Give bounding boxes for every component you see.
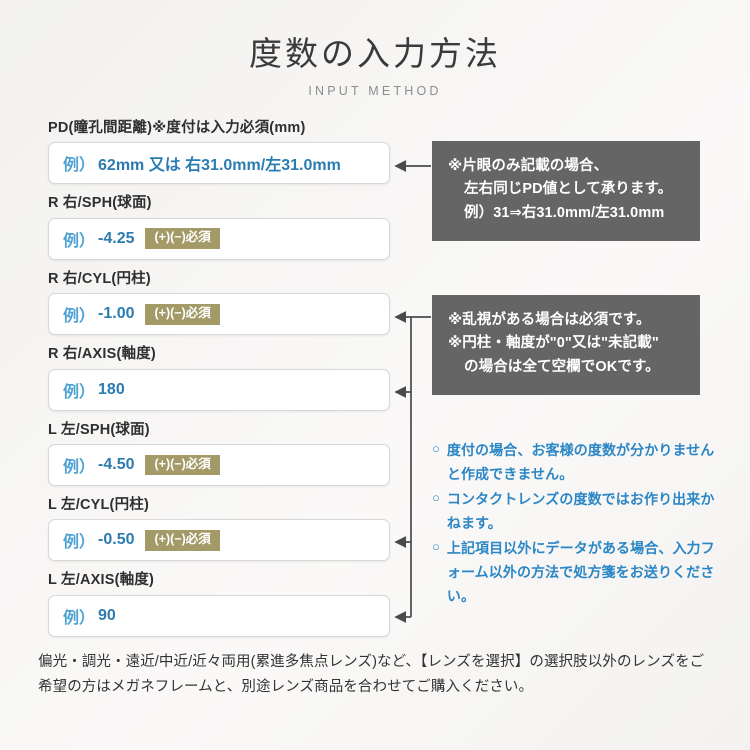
field-group-r-sph: R 右/SPH(球面) 例） -4.25 (+)(−)必須: [48, 195, 390, 260]
example-prefix: 例）: [63, 232, 96, 250]
notes-list: ○ 度付の場合、お客様の度数が分かりませんと作成できません。 ○ コンタクトレン…: [432, 438, 722, 610]
field-group-l-axis: L 左/AXIS(軸度) 例） 90: [48, 572, 390, 637]
field-group-l-sph: L 左/SPH(球面) 例） -4.50 (+)(−)必須: [48, 422, 390, 486]
field-group-pd: PD(瞳孔間距離)※度付は入力必須(mm) 例） 62mm 又は 右31.0mm…: [48, 120, 390, 185]
example-prefix: 例）: [63, 157, 96, 175]
example-prefix: 例）: [63, 308, 96, 326]
callout-line: 左右同じPD値として承ります。: [464, 181, 673, 198]
list-item: ○ 度付の場合、お客様の度数が分かりませんと作成できません。: [432, 438, 722, 486]
callout-line: ※片眼のみ記載の場合、: [448, 158, 609, 174]
example-prefix: 例）: [63, 534, 96, 552]
list-item: ○ コンタクトレンズの度数ではお作り出来かねます。: [432, 487, 722, 535]
list-item-text: コンタクトレンズの度数ではお作り出来かねます。: [446, 491, 715, 532]
field-label-l-axis: L 左/AXIS(軸度): [48, 572, 155, 589]
callout-line: 例）31⇒右31.0mm/左31.0mm: [464, 204, 665, 221]
field-label-l-sph: L 左/SPH(球面): [48, 421, 150, 438]
prescription-form: PD(瞳孔間距離)※度付は入力必須(mm) 例） 62mm 又は 右31.0mm…: [48, 120, 390, 648]
field-group-r-axis: R 右/AXIS(軸度) 例） 180: [48, 346, 390, 411]
circle-bullet-icon: ○: [432, 490, 440, 506]
example-value: -0.50: [98, 531, 135, 549]
input-pd[interactable]: 例） 62mm 又は 右31.0mm/左31.0mm: [48, 142, 390, 185]
example-value: 90: [98, 606, 116, 624]
list-item-text: 上記項目以外にデータがある場合、入力フォーム以外の方法で処方箋をお送りください。: [446, 540, 715, 605]
required-badge: (+)(−)必須: [145, 529, 220, 551]
callout-line: の場合は全て空欄でOKです。: [464, 358, 660, 375]
circle-bullet-icon: ○: [432, 539, 440, 555]
circle-bullet-icon: ○: [432, 441, 440, 456]
input-l-cyl[interactable]: 例） -0.50 (+)(−)必須: [48, 519, 390, 562]
input-r-sph[interactable]: 例） -4.25 (+)(−)必須: [48, 217, 390, 260]
field-label-pd: PD(瞳孔間距離)※度付は入力必須(mm): [48, 120, 306, 136]
field-label-r-sph: R 右/SPH(球面): [48, 195, 152, 212]
required-badge: (+)(−)必須: [145, 454, 220, 476]
input-l-axis[interactable]: 例） 90: [48, 594, 390, 637]
footer-note: 偏光・調光・遠近/中近/近々両用(累進多焦点レンズ)など、【レンズを選択】の選択…: [38, 654, 705, 696]
required-badge: (+)(−)必須: [145, 228, 220, 250]
input-r-axis[interactable]: 例） 180: [48, 368, 390, 411]
example-value: 180: [98, 380, 125, 398]
callout-pd-note: ※片眼のみ記載の場合、 左右同じPD値として承ります。 例）31⇒右31.0mm…: [432, 141, 700, 241]
example-value: 62mm 又は 右31.0mm/左31.0mm: [98, 157, 341, 175]
input-l-sph[interactable]: 例） -4.50 (+)(−)必須: [48, 443, 390, 486]
page-header: 度数の入力方法 INPUT METHOD: [0, 34, 750, 98]
callout-line: ※円柱・軸度が"0"又は"未記載": [448, 335, 659, 352]
example-prefix: 例）: [63, 383, 96, 401]
callout-cyl-axis-note: ※乱視がある場合は必須です。 ※円柱・軸度が"0"又は"未記載" の場合は全て空…: [432, 295, 700, 395]
input-r-cyl[interactable]: 例） -1.00 (+)(−)必須: [48, 293, 390, 336]
field-group-r-cyl: R 右/CYL(円柱) 例） -1.00 (+)(−)必須: [48, 270, 390, 336]
field-group-l-cyl: L 左/CYL(円柱) 例） -0.50 (+)(−)必須: [48, 496, 390, 562]
field-label-r-cyl: R 右/CYL(円柱): [48, 270, 151, 287]
example-value: -4.25: [98, 229, 135, 247]
page-title: 度数の入力方法: [249, 35, 501, 72]
required-badge: (+)(−)必須: [145, 303, 220, 325]
list-item-text: 度付の場合、お客様の度数が分かりませんと作成できません。: [446, 442, 715, 483]
example-value: -1.00: [98, 305, 135, 323]
example-value: -4.50: [98, 455, 135, 473]
field-label-r-axis: R 右/AXIS(軸度): [48, 346, 156, 363]
callout-line: ※乱視がある場合は必須です。: [448, 312, 651, 328]
page-subtitle: INPUT METHOD: [308, 83, 442, 98]
field-label-l-cyl: L 左/CYL(円柱): [48, 496, 150, 513]
example-prefix: 例）: [63, 458, 96, 476]
example-prefix: 例）: [63, 609, 96, 627]
list-item: ○ 上記項目以外にデータがある場合、入力フォーム以外の方法で処方箋をお送りくださ…: [432, 536, 722, 608]
